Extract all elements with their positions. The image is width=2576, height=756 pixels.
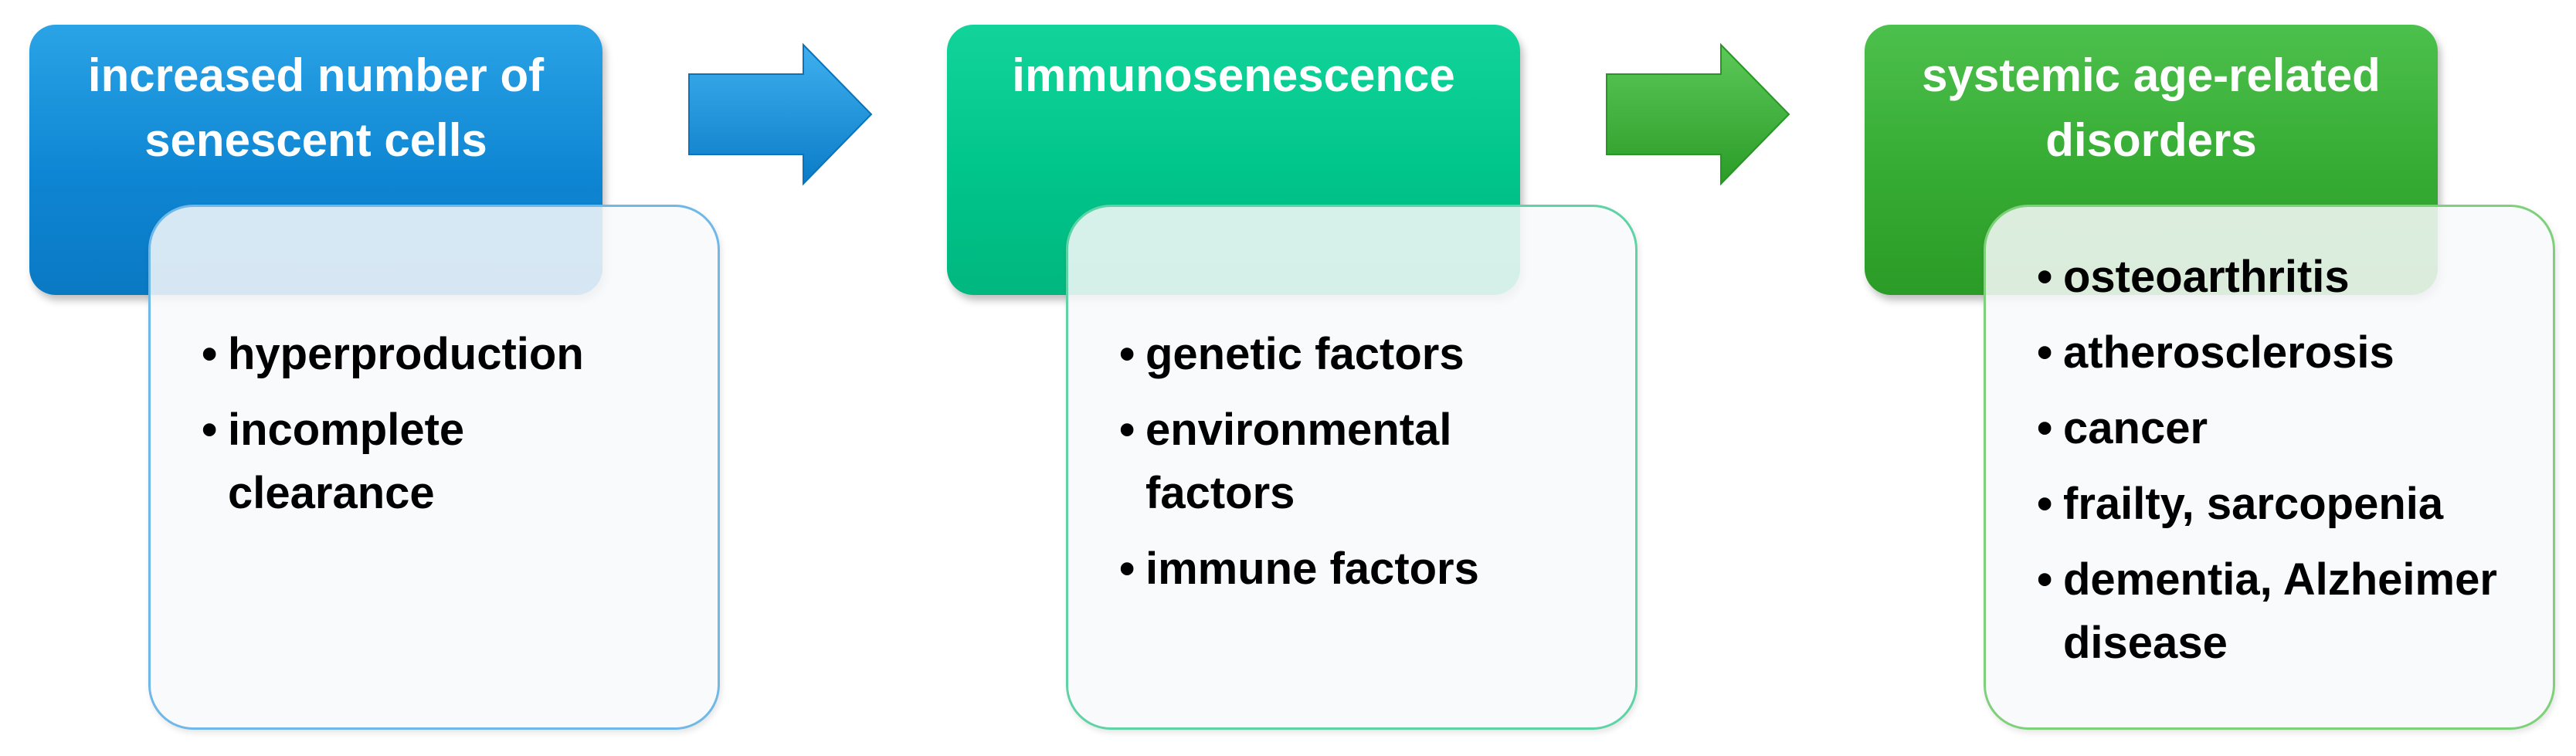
stage3-title-line1: systemic age-related: [1922, 49, 2381, 101]
stage3-disorder-list: osteoarthritis atherosclerosis cancer fr…: [2037, 246, 2531, 687]
stage1-title-line2: senescent cells: [144, 114, 487, 166]
stage1-factor-list: hyperproduction incomplete clearance: [202, 323, 680, 537]
stage3-item-1: osteoarthritis: [2037, 246, 2531, 309]
stage1-item-1: hyperproduction: [202, 323, 680, 386]
stage3-item-2: atherosclerosis: [2037, 321, 2531, 385]
arrow-right-icon: [688, 42, 873, 186]
stage2-title-line1: immunosenescence: [1012, 49, 1455, 101]
arrow-right-icon: [1606, 42, 1790, 186]
stage2-item-1: genetic factors: [1119, 323, 1598, 386]
stage1-item-2: incomplete clearance: [202, 398, 575, 525]
stage2-card: genetic factors environmental factors im…: [1066, 205, 1638, 730]
stage3-item-5: dementia, Alzheimer disease: [2037, 548, 2527, 675]
stage3-item-3: cancer: [2037, 397, 2531, 460]
stage2-item-2: environmental factors: [1119, 398, 1547, 525]
stage1-title-line1: increased number of: [87, 49, 545, 101]
stage2-factor-list: genetic factors environmental factors im…: [1119, 323, 1598, 613]
stage3-item-4: frailty, sarcopenia: [2037, 473, 2531, 536]
stage3-title-line2: disorders: [2045, 114, 2257, 166]
stage2-item-3: immune factors: [1119, 537, 1598, 601]
stage1-card: hyperproduction incomplete clearance: [148, 205, 720, 730]
stage3-card: osteoarthritis atherosclerosis cancer fr…: [1984, 205, 2555, 730]
